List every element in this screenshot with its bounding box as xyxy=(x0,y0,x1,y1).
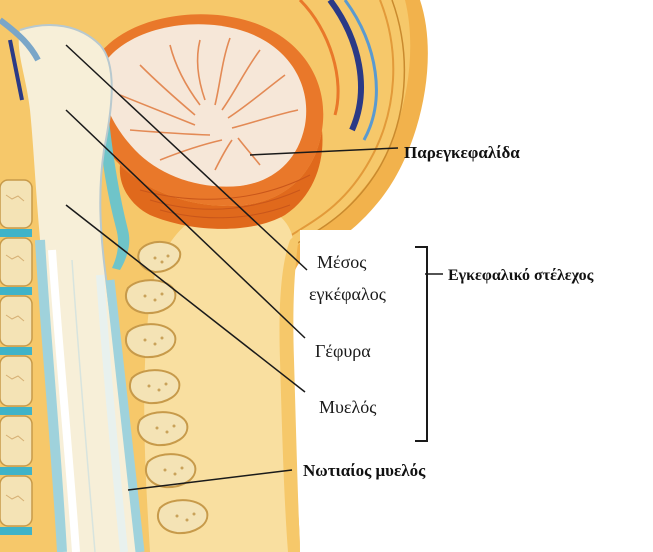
label-midbrain-line1: Μέσος xyxy=(317,252,366,272)
label-midbrain-line2: εγκέφαλος xyxy=(309,284,386,304)
label-medulla: Μυελός xyxy=(319,397,376,417)
vertebrae-illustration xyxy=(0,175,35,552)
label-brainstem: Εγκεφαλικό στέλεχος xyxy=(448,267,594,284)
label-spinal-cord: Νωτιαίος μυελός xyxy=(303,461,426,480)
label-cerebellum: Παρεγκεφαλίδα xyxy=(404,143,520,162)
label-pons: Γέφυρα xyxy=(315,341,371,361)
